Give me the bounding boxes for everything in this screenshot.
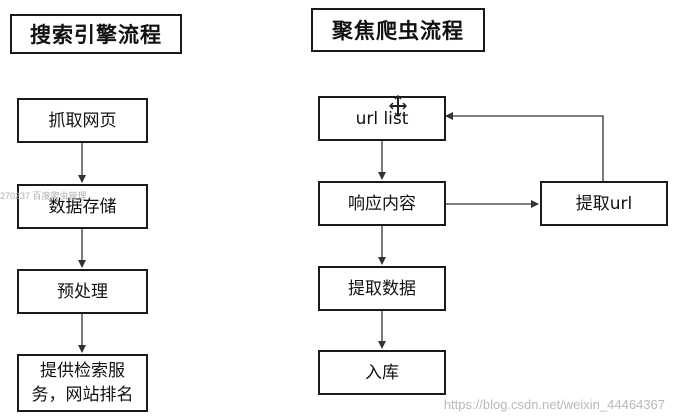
node-preprocess: 预处理 [17, 269, 148, 314]
node-store: 入库 [318, 350, 446, 395]
arrow-extracturl-to-urllist [445, 112, 604, 181]
overlay-watermark-text: 270237 百度爬虫管理 [0, 191, 87, 201]
node-extract-url: 提取url [540, 181, 668, 226]
node-fetch-page: 抓取网页 [17, 98, 148, 143]
node-search-service: 提供检索服务，网站排名 [17, 354, 148, 412]
node-extract-data: 提取数据 [318, 266, 446, 311]
node-url-list: url list [318, 96, 446, 141]
csdn-watermark: https://blog.csdn.net/weixin_44464367 [443, 397, 665, 412]
mouse-cursor-icon [389, 95, 407, 117]
search-engine-title: 搜索引擎流程 [10, 14, 182, 54]
focused-crawler-title: 聚焦爬虫流程 [311, 8, 485, 52]
node-response-content: 响应内容 [318, 181, 446, 226]
node-data-storage: 数据存储 [17, 184, 148, 229]
